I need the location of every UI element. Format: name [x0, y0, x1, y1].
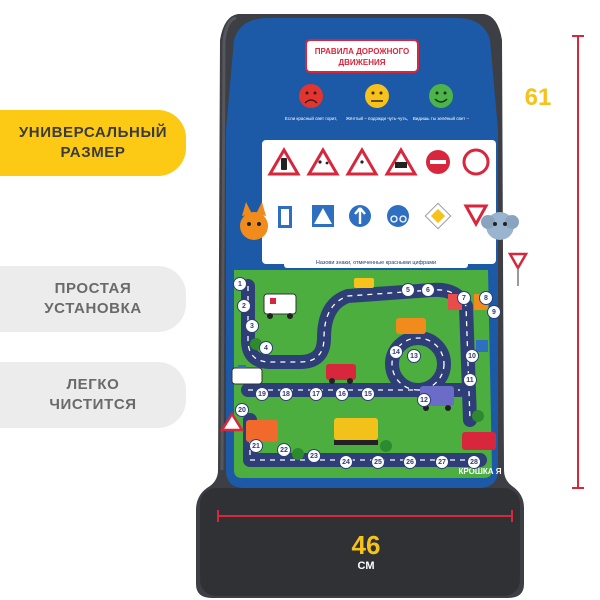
fire-bus-icon: [246, 420, 278, 442]
fox-character-icon: [240, 202, 268, 240]
warning-sign-map-icon: [219, 411, 245, 432]
panel-title-box: [305, 39, 419, 73]
residential-zone-sign-icon: [278, 206, 292, 228]
svg-text:Жёлтый – подожди чуть-чуть,: Жёлтый – подожди чуть-чуть,: [346, 115, 408, 121]
width-unit: СМ: [357, 560, 375, 572]
feature-universal-size: УНИВЕРСАЛЬНЫЙ РАЗМЕР: [0, 110, 186, 176]
traffic-light-sign-icon: [267, 147, 301, 176]
feature-easy-clean-label: ЛЕГКО ЧИСТИТСЯ: [49, 375, 137, 413]
bicycle-path-sign-icon: [387, 205, 409, 227]
brand-logo: КРОШКА Я: [458, 467, 501, 476]
svg-text:Видишь ты зелёный свет –: Видишь ты зелёный свет –: [413, 115, 470, 121]
roadworks-sign-icon: [345, 147, 379, 176]
crosswalk-sign-map-icon: [476, 340, 488, 352]
no-traffic-sign-icon: [462, 148, 490, 176]
green-light-face: [429, 84, 453, 108]
height-dimension: [572, 35, 584, 489]
taxi-icon: [354, 278, 374, 288]
red-car-icon: [326, 364, 356, 384]
red-light-face: [299, 84, 323, 108]
width-value: 46: [351, 530, 381, 560]
bulldozer-icon: [334, 418, 378, 445]
orange-car-icon: [396, 318, 426, 334]
yield-sign-icon: [463, 204, 489, 228]
pedestrian-crossing-sign-icon: [312, 205, 334, 227]
feature-universal-label: УНИВЕРСАЛЬНЫЙ РАЗМЕР: [18, 123, 168, 161]
svg-text:Если красный свет горит,: Если красный свет горит,: [285, 115, 337, 121]
height-label: 61 СМ: [508, 86, 568, 124]
train-icon: [462, 432, 496, 450]
feature-easy-install-label: ПРОСТАЯ УСТАНОВКА: [44, 279, 142, 317]
feature-easy-install: ПРОСТАЯ УСТАНОВКА: [0, 266, 186, 332]
hint-strip: [284, 254, 468, 268]
map-area: [234, 270, 492, 478]
height-value: 61: [524, 84, 552, 111]
signs-card: [262, 140, 496, 264]
ambulance-icon: [263, 293, 297, 319]
width-label: 46 СМ: [326, 532, 406, 572]
panel-title: ПРАВИЛА ДОРОЖНОГО: [315, 47, 409, 56]
svg-text:ДВИЖЕНИЯ: ДВИЖЕНИЯ: [338, 58, 385, 67]
main-road-sign-icon: [424, 202, 452, 230]
yellow-light-face: [365, 84, 389, 108]
children-sign-icon: [306, 147, 340, 176]
feature-easy-clean: ЛЕГКО ЧИСТИТСЯ: [0, 362, 186, 428]
hint-text: Назови знаки, отмеченные красными цифрам…: [316, 260, 436, 266]
no-entry-sign-icon: [426, 150, 450, 174]
width-dimension: [217, 510, 513, 522]
yield-sign-map-icon: [507, 252, 529, 286]
police-car-icon: [231, 365, 263, 385]
elephant-character-icon: [481, 212, 519, 240]
straight-only-sign-icon: [349, 205, 371, 227]
height-unit: СМ: [529, 112, 547, 124]
railroad-crossing-sign-icon: [384, 147, 418, 176]
